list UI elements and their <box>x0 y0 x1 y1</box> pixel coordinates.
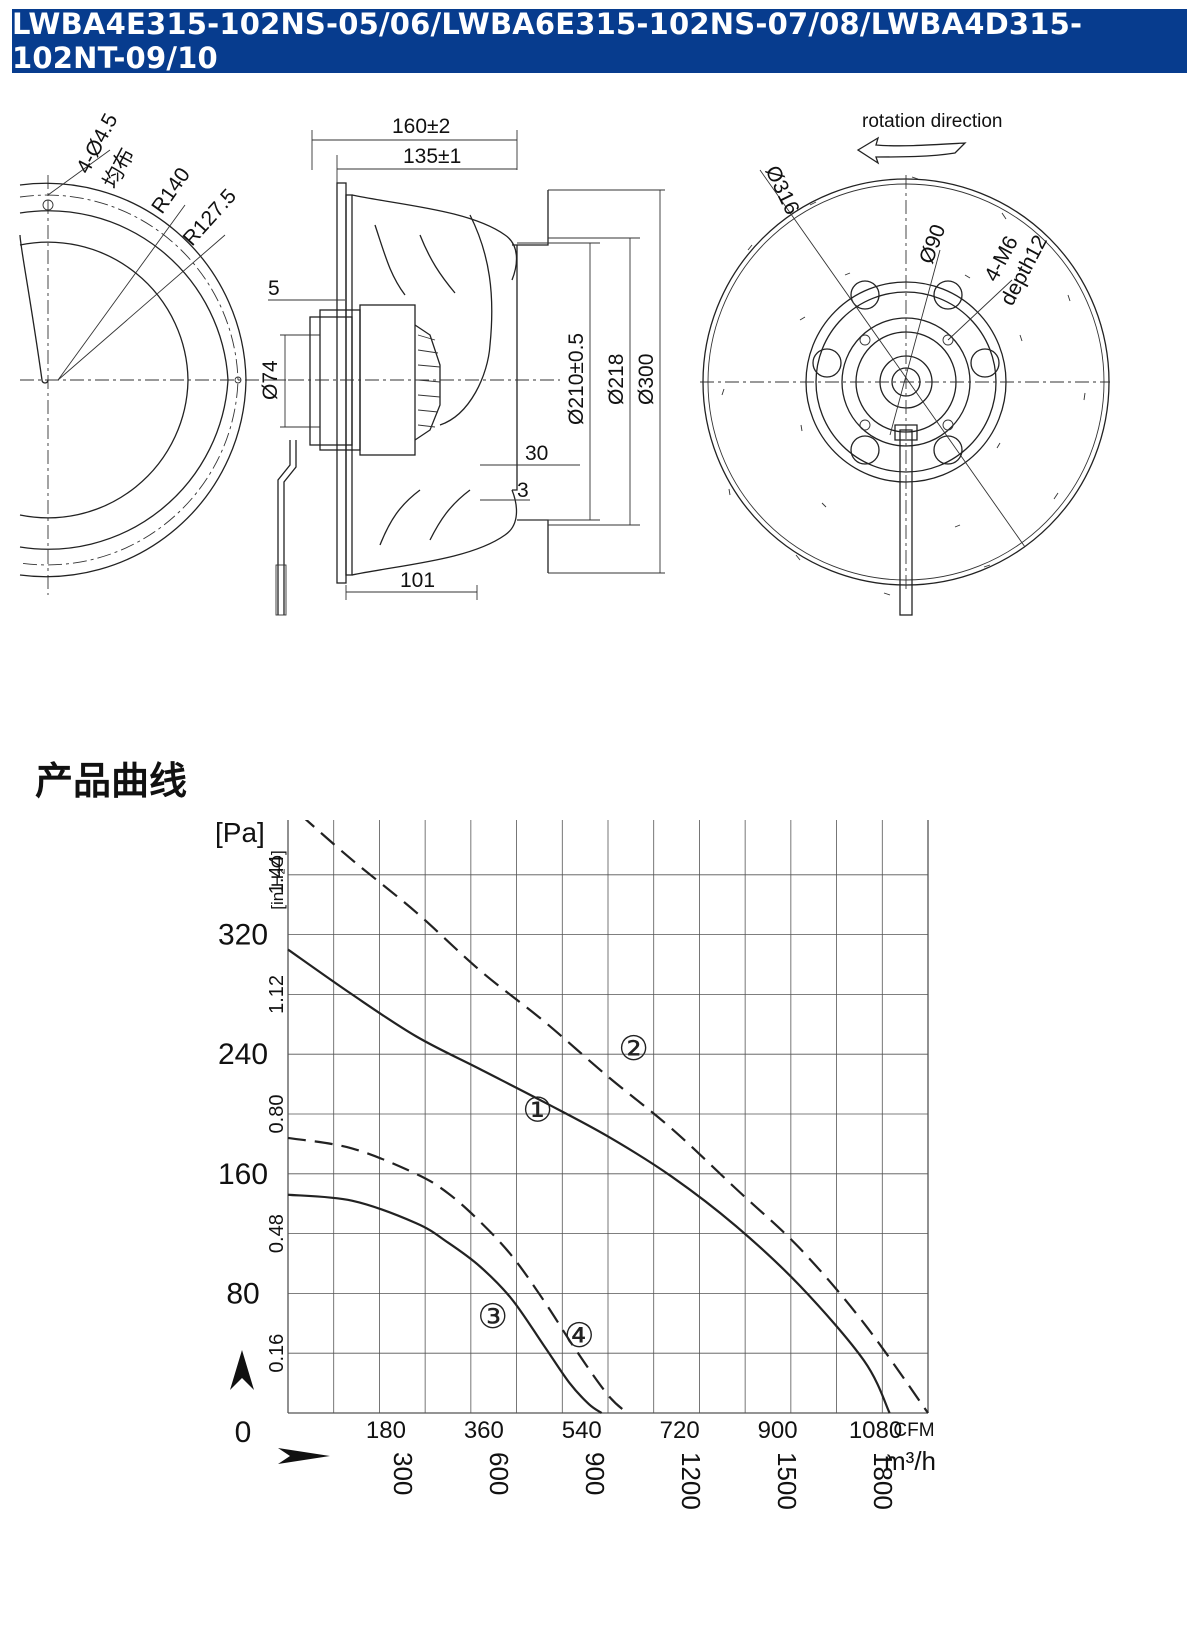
y-tick-inh2o: 1.12 <box>266 975 288 1014</box>
dim-135: 135±1 <box>403 145 461 168</box>
dim-30: 30 <box>525 442 548 465</box>
series-curve <box>287 1136 628 1414</box>
x-tick-cfm: 180 <box>366 1417 406 1444</box>
x-tick-cfm: 360 <box>464 1417 504 1444</box>
x-tick-cfm: 540 <box>562 1417 602 1444</box>
x-tick-m3h: 1500 <box>772 1452 802 1510</box>
x-tick-cfm: 720 <box>660 1417 700 1444</box>
rotation-arrow-icon <box>856 136 967 165</box>
y-tick-pa: 240 <box>218 1038 268 1071</box>
r127-label: R127.5 <box>179 185 241 251</box>
series-label: ③ <box>478 1298 508 1336</box>
dim-210: Ø210±0.5 <box>565 333 588 425</box>
y-unit-pa: [Pa] <box>215 820 265 848</box>
right-arrow-icon <box>278 1448 330 1464</box>
series-label: ④ <box>564 1317 594 1355</box>
y-tick-inh2o: 0.80 <box>266 1095 288 1134</box>
dia-90-label: Ø90 <box>915 222 950 267</box>
model-title-banner: LWBA4E315-102NS-05/06/LWBA6E315-102NS-07… <box>12 7 1187 75</box>
dimension-drawings: 4-Ø4.5 均布 R140 R127.5 160±2 135±1 <box>19 110 1110 616</box>
x-unit-m3h: m³/h <box>884 1446 936 1476</box>
y-tick-inh2o: 0.48 <box>266 1214 288 1253</box>
x-unit-cfm: CFM <box>893 1420 934 1441</box>
x-tick-m3h: 300 <box>388 1452 418 1495</box>
y-tick-pa: 320 <box>218 919 268 952</box>
side-view: 160±2 135±1 <box>259 115 665 616</box>
blade-marks <box>721 176 1086 596</box>
y-tick-pa: 160 <box>218 1158 268 1191</box>
x-tick-m3h: 1200 <box>676 1452 706 1510</box>
dim-101: 101 <box>400 569 435 592</box>
x-tick-m3h: 900 <box>580 1452 610 1495</box>
left-view: 4-Ø4.5 均布 R140 R127.5 <box>19 110 300 595</box>
dim-300: Ø300 <box>635 354 658 405</box>
x-tick-m3h: 1800 <box>868 1452 898 1510</box>
dim-218: Ø218 <box>605 354 628 405</box>
model-title: LWBA4E315-102NS-05/06/LWBA6E315-102NS-07… <box>12 7 1083 75</box>
dim-160: 160±2 <box>392 115 450 138</box>
x-tick-cfm: 900 <box>758 1417 798 1444</box>
series-label: ② <box>618 1030 648 1068</box>
y-tick-pa: 80 <box>226 1277 259 1310</box>
series-curve <box>287 948 891 1414</box>
section-title: 产品曲线 <box>35 759 188 803</box>
y-tick-pa: 0 <box>235 1416 252 1449</box>
dia-316-label: Ø316 <box>761 162 804 218</box>
dim-5: 5 <box>268 277 280 300</box>
up-arrow-icon <box>230 1350 254 1390</box>
series-curve <box>287 1193 603 1414</box>
x-tick-cfm: 1080 <box>849 1417 902 1444</box>
r140-label: R140 <box>147 164 195 218</box>
x-tick-m3h: 600 <box>484 1452 514 1495</box>
rotation-direction-label: rotation direction <box>862 111 1002 132</box>
y-tick-inh2o: 1.44 <box>266 855 288 894</box>
dim-3: 3 <box>517 479 529 502</box>
y-unit-inh2o: [in.H₂O] <box>268 850 287 910</box>
performance-curve-chart: 0 80 160 240 320 0.16 0.48 0.80 1.12 1.44[Pa][in.… <box>215 820 936 1510</box>
y-tick-inh2o: 0.16 <box>266 1334 288 1373</box>
front-view: rotation direction Ø316 Ø90 4-M6 depth12 <box>700 111 1110 616</box>
series-label: ① <box>522 1091 552 1129</box>
